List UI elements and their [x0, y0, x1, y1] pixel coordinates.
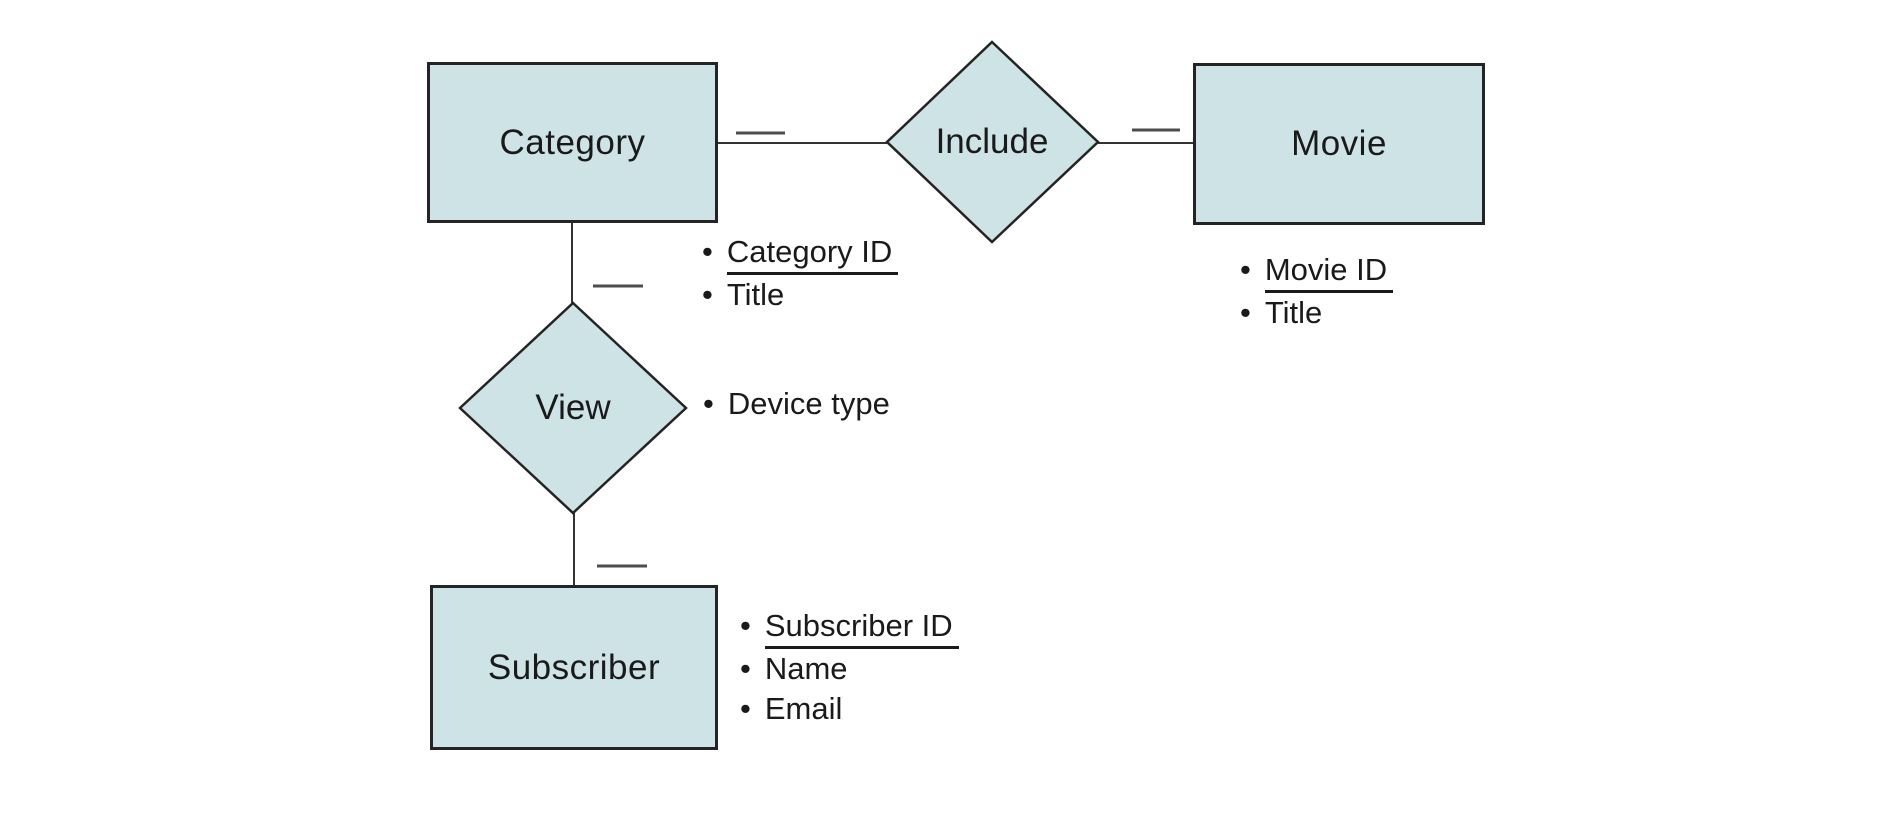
view-attribute-list: • Device type	[703, 384, 890, 424]
entity-movie-label: Movie	[1291, 124, 1387, 163]
bullet-icon: •	[1240, 295, 1251, 330]
attribute-name: Device type	[727, 386, 890, 421]
attribute-name: Subscriber ID	[764, 606, 959, 649]
attribute-subscriber-email: • Email	[740, 689, 959, 729]
attribute-movie-id: • Movie ID	[1240, 250, 1394, 293]
relationship-include-label: Include	[935, 122, 1049, 161]
bullet-icon: •	[702, 277, 713, 312]
entity-category-label: Category	[499, 122, 646, 162]
bullet-icon: •	[1240, 252, 1251, 287]
attribute-name: Email	[764, 691, 843, 726]
attribute-name: Name	[764, 651, 848, 686]
attribute-device-type: • Device type	[703, 384, 890, 424]
relationship-include-diamond	[885, 40, 1100, 244]
attribute-category-id: • Category ID	[702, 232, 899, 275]
attribute-subscriber-name: • Name	[740, 649, 959, 689]
bullet-icon: •	[740, 608, 751, 643]
bullet-icon: •	[740, 691, 751, 726]
attribute-subscriber-id: • Subscriber ID	[740, 606, 959, 649]
category-attribute-list: • Category ID • Title	[702, 232, 899, 315]
relationship-view-label: View	[535, 388, 611, 427]
entity-category: Category	[427, 62, 718, 223]
entity-subscriber: Subscriber	[430, 585, 718, 750]
bullet-icon: •	[702, 234, 713, 269]
attribute-name: Title	[726, 277, 785, 312]
entity-movie: Movie	[1193, 63, 1485, 225]
attribute-name: Category ID	[726, 232, 899, 275]
attribute-category-title: • Title	[702, 275, 898, 315]
relationship-view-diamond	[458, 301, 688, 515]
attribute-name: Title	[1264, 295, 1323, 330]
attribute-movie-title: • Title	[1240, 293, 1393, 333]
subscriber-attribute-list: • Subscriber ID • Name • Email	[740, 606, 959, 729]
movie-attribute-list: • Movie ID • Title	[1240, 250, 1394, 333]
attribute-name: Movie ID	[1264, 250, 1394, 293]
bullet-icon: •	[703, 386, 714, 421]
bullet-icon: •	[740, 651, 751, 686]
entity-subscriber-label: Subscriber	[487, 647, 661, 687]
